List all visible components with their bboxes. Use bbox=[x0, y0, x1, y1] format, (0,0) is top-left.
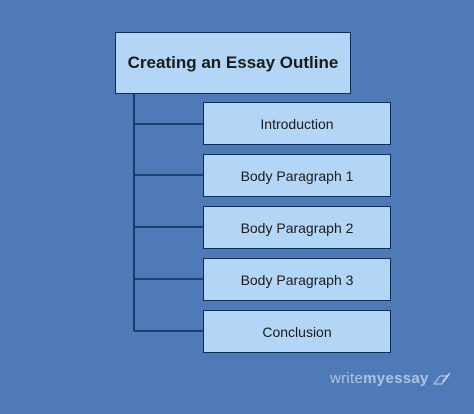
outline-item-body-paragraph-3: Body Paragraph 3 bbox=[203, 258, 391, 301]
outline-item-body-paragraph-2: Body Paragraph 2 bbox=[203, 206, 391, 249]
outline-item-label: Conclusion bbox=[262, 323, 332, 340]
watermark-text-myessay: myessay bbox=[363, 370, 429, 387]
pen-on-paper-icon bbox=[432, 372, 451, 385]
watermark-text-write: write bbox=[330, 370, 364, 387]
diagram-title: Creating an Essay Outline bbox=[127, 53, 339, 72]
outline-item-label: Body Paragraph 3 bbox=[240, 271, 354, 288]
outline-item-label: Body Paragraph 2 bbox=[240, 219, 354, 236]
title-box: Creating an Essay Outline bbox=[115, 32, 351, 94]
outline-item-label: Body Paragraph 1 bbox=[240, 167, 354, 184]
outline-item-label: Introduction bbox=[260, 115, 334, 132]
outline-item-introduction: Introduction bbox=[203, 102, 391, 145]
outline-item-body-paragraph-1: Body Paragraph 1 bbox=[203, 154, 391, 197]
outline-item-conclusion: Conclusion bbox=[203, 310, 391, 353]
